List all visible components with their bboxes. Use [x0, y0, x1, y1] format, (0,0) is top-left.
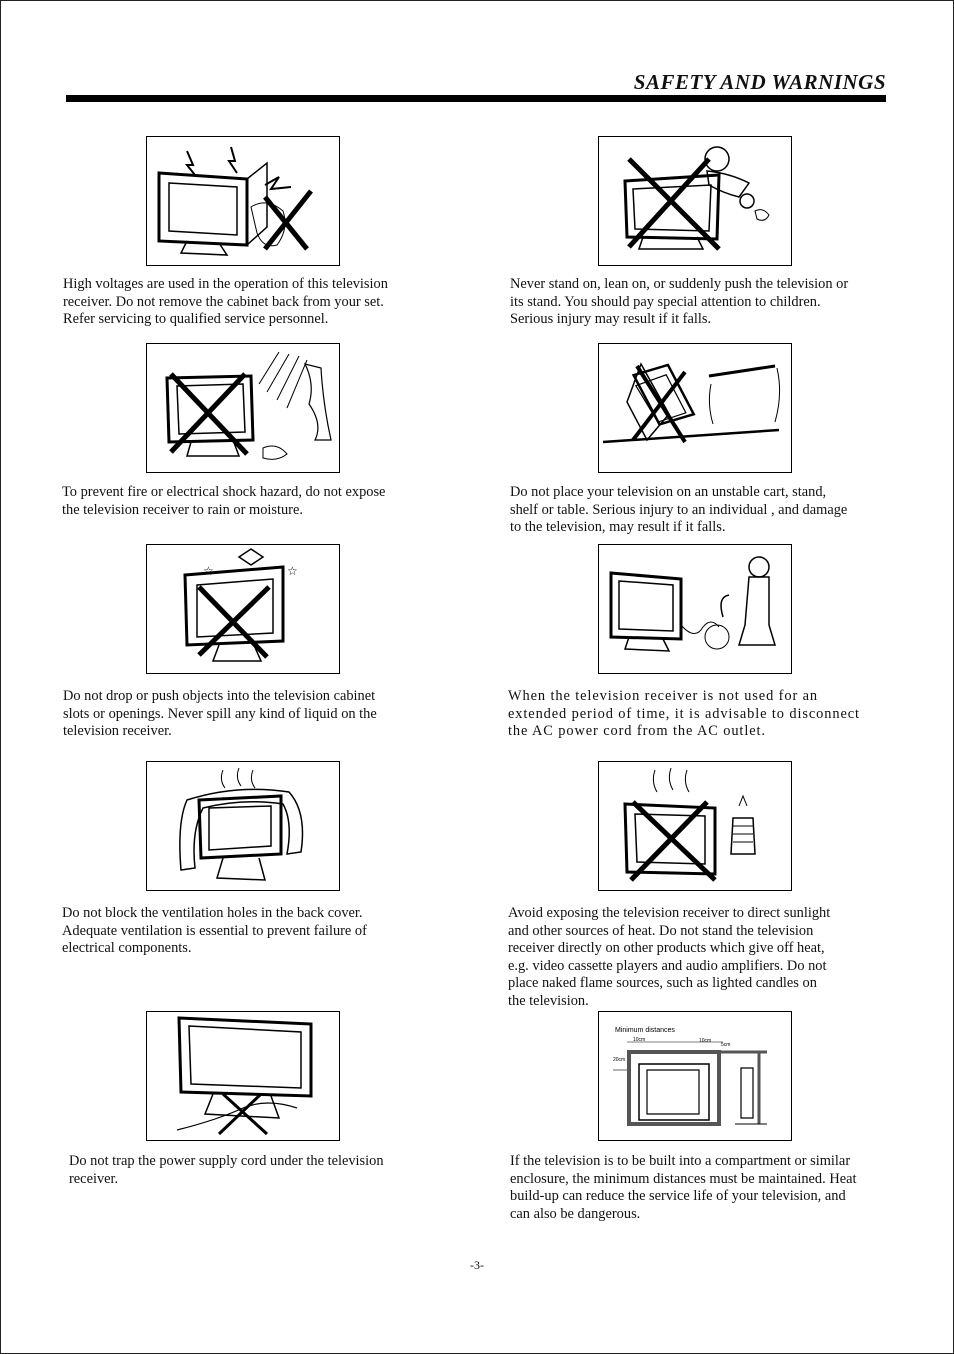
- page-number: -3-: [470, 1258, 484, 1272]
- caption-no-leaning: Never stand on, lean on, or suddenly pus…: [510, 276, 849, 328]
- caption-heat-sources: Avoid exposing the television receiver t…: [508, 905, 831, 1009]
- figure-ventilation: [146, 761, 340, 891]
- caption-high-voltage: High voltages are used in the operation …: [63, 276, 388, 328]
- caption-ventilation: Do not block the ventilation holes in th…: [62, 905, 367, 957]
- label-top-left: 10cm: [633, 1037, 645, 1043]
- svg-text:☆: ☆: [287, 564, 298, 578]
- caption-unstable-stand: Do not place your television on an unsta…: [510, 484, 848, 536]
- page-title: SAFETY AND WARNINGS: [633, 70, 886, 94]
- figure-unplug: [598, 544, 792, 674]
- figure-no-moisture: [146, 343, 340, 473]
- title-rule: [66, 95, 886, 102]
- caption-unplug: When the television receiver is not used…: [508, 688, 860, 740]
- figure-unstable-stand: [598, 343, 792, 473]
- label-top-right: 10cm: [699, 1038, 711, 1044]
- figure-min-distances: Minimum distances 10cm 10cm 5cm 20cm: [598, 1011, 792, 1141]
- figure-no-leaning: [598, 136, 792, 266]
- caption-min-distances: If the television is to be built into a …: [510, 1153, 857, 1222]
- label-left: 20cm: [613, 1057, 625, 1063]
- caption-no-moisture: To prevent fire or electrical shock haza…: [62, 484, 386, 518]
- label-side: 5cm: [721, 1042, 730, 1048]
- caption-power-cord: Do not trap the power supply cord under …: [69, 1153, 384, 1187]
- min-distances-title: Minimum distances: [615, 1027, 675, 1034]
- figure-no-objects: ☆ ☆: [146, 544, 340, 674]
- figure-power-cord: [146, 1011, 340, 1141]
- caption-no-objects: Do not drop or push objects into the tel…: [63, 688, 377, 740]
- svg-text:☆: ☆: [203, 564, 214, 578]
- figure-high-voltage: [146, 136, 340, 266]
- figure-heat-sources: [598, 761, 792, 891]
